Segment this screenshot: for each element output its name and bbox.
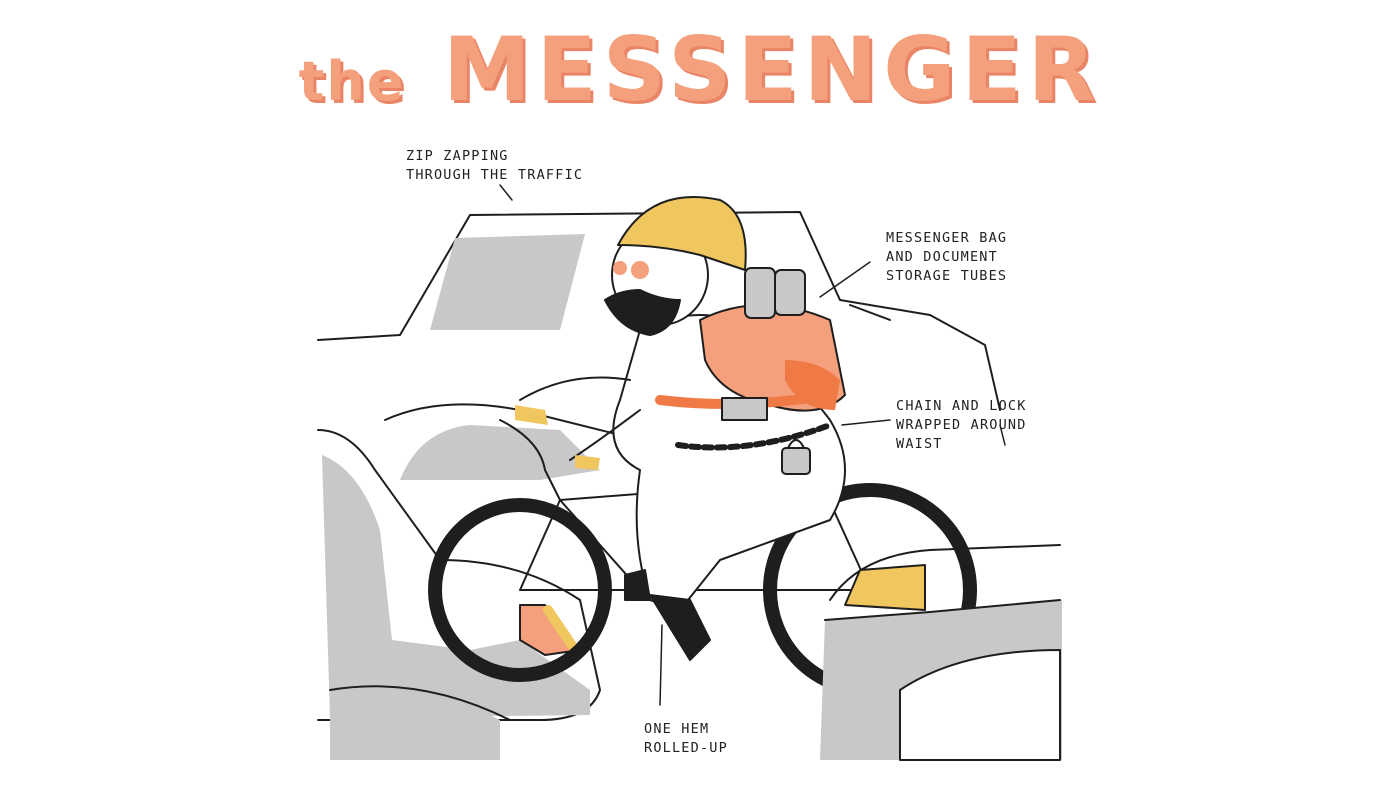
title: the MESSENGER: [0, 18, 1400, 121]
rider-head: [604, 196, 747, 336]
messenger-bag: [655, 304, 846, 421]
title-prefix: the: [298, 50, 406, 113]
back-car: [317, 211, 1001, 411]
storage-tubes: [744, 267, 806, 319]
title-main: MESSENGER: [443, 18, 1102, 121]
bicycle: [428, 419, 977, 697]
annotation-hem: ONE HEM ROLLED-UP: [644, 721, 728, 756]
annotation-bag: MESSENGER BAG AND DOCUMENT STORAGE TUBES: [886, 230, 1008, 284]
front-left-car: [317, 429, 601, 760]
pointer-lines: [499, 184, 1006, 706]
annotation-traffic: ZIP ZAPPING THROUGH THE TRAFFIC: [406, 148, 584, 183]
chain-lock: [675, 422, 833, 475]
annotation-chain: CHAIN AND LOCK WRAPPED AROUND WAIST: [896, 398, 1027, 452]
front-right-car: [820, 544, 1062, 761]
